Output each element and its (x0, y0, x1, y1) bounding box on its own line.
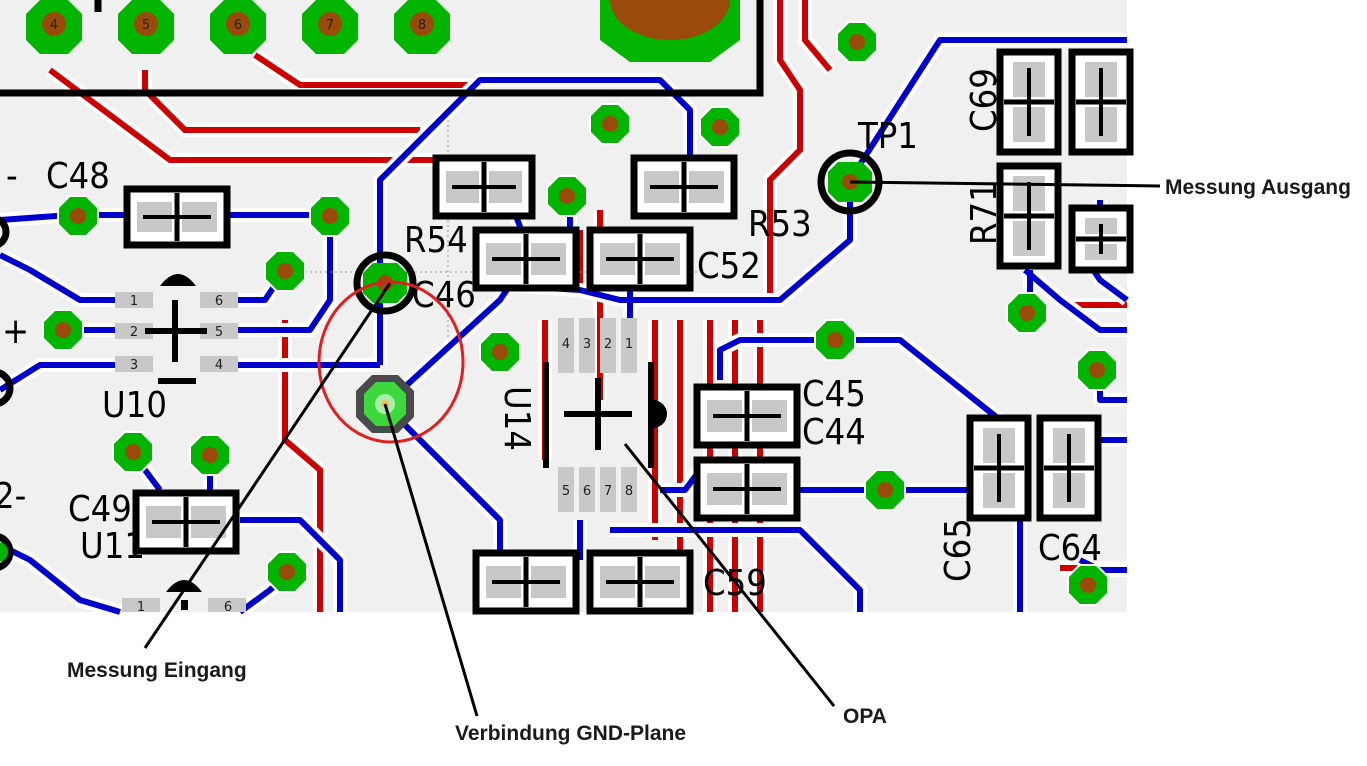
annotation-leaders (143, 180, 1161, 717)
designator-c65: C65 (938, 518, 979, 582)
smd-component (472, 226, 580, 292)
designator-tp1: TP1 (857, 116, 918, 157)
svg-text:1: 1 (137, 600, 145, 615)
via (112, 431, 154, 473)
annotation-opa: OPA (843, 705, 887, 728)
svg-text:3: 3 (130, 358, 138, 373)
edge-pad-copper (0, 542, 8, 562)
svg-text:1: 1 (130, 294, 138, 309)
designator-c64: C64 (1038, 528, 1102, 569)
smd-component (586, 226, 694, 292)
svg-text:3: 3 (583, 337, 591, 352)
via (479, 331, 521, 373)
via (814, 319, 856, 361)
designator-c44: C44 (802, 412, 866, 453)
via (864, 469, 906, 511)
header-pin-4: 4 (26, 0, 82, 54)
net-mark-2minus: 2- (0, 476, 26, 517)
highlight-circle (317, 280, 465, 444)
smd-component (996, 48, 1062, 156)
vias (42, 21, 1118, 606)
svg-text:6: 6 (215, 294, 223, 309)
svg-text:6: 6 (234, 18, 242, 33)
smd-component (432, 154, 536, 220)
svg-text:8: 8 (625, 484, 633, 499)
via (589, 103, 631, 145)
via (42, 309, 84, 351)
smd-component (1068, 48, 1134, 156)
designator-c48: C48 (46, 156, 110, 197)
smd-component (996, 162, 1062, 270)
svg-text:1: 1 (625, 337, 633, 352)
header-pin-8: 8 (394, 0, 450, 54)
smd-component (123, 185, 231, 249)
designator-u14: U14 (496, 386, 537, 451)
net-mark-minus: - (6, 156, 18, 197)
designator-u10: U10 (102, 385, 167, 426)
designator-u11: U11 (80, 526, 145, 567)
via (189, 434, 231, 476)
u14-opamp-footprint: 4 3 2 1 5 6 7 8 (543, 318, 667, 512)
header-pin-6: 6 (210, 0, 266, 54)
svg-text:2: 2 (604, 337, 612, 352)
designator-c49: C49 (68, 489, 132, 530)
via (699, 106, 741, 148)
svg-text:6: 6 (224, 600, 232, 615)
via (266, 551, 308, 593)
large-pad-drill (610, 0, 730, 40)
annotation-output: Messung Ausgang (1165, 176, 1351, 199)
via (1076, 349, 1118, 391)
smd-component (693, 456, 801, 522)
header-outline (0, 0, 764, 97)
silkscreen-labels: C48 - + U10 2- C49 U11 R54 C46 C52 R53 T… (0, 68, 1102, 604)
via (1006, 292, 1048, 334)
header-pins: 4 5 6 7 8 (26, 0, 450, 54)
via (546, 175, 588, 217)
smd-component (472, 549, 580, 615)
svg-text:8: 8 (418, 18, 426, 33)
designator-r71: R71 (964, 181, 1005, 245)
designator-c69: C69 (964, 68, 1005, 132)
svg-text:5: 5 (215, 325, 223, 340)
via (836, 21, 878, 63)
svg-text:4: 4 (562, 337, 570, 352)
net-mark-plus: + (2, 311, 29, 352)
annotation-gnd: Verbindung GND-Plane (455, 722, 686, 745)
header-pin-7: 7 (302, 0, 358, 54)
edge-pads (0, 216, 14, 571)
via (264, 250, 306, 292)
smd-component (586, 549, 694, 615)
header-pin-5: 5 (118, 0, 174, 54)
smd-footprints (123, 48, 1134, 615)
u10-footprint: 1 2 3 4 5 6 (115, 274, 238, 384)
smd-component (1036, 414, 1102, 522)
designator-r53: R53 (748, 204, 812, 245)
smd-component (966, 414, 1032, 522)
u11-footprint: 1 6 (122, 580, 246, 615)
smd-component (693, 383, 801, 449)
via (57, 195, 99, 237)
svg-text:2: 2 (130, 325, 138, 340)
svg-text:7: 7 (326, 18, 334, 33)
svg-text:6: 6 (583, 484, 591, 499)
annotation-input: Messung Eingang (67, 659, 247, 682)
svg-text:7: 7 (604, 484, 612, 499)
svg-text:4: 4 (50, 18, 58, 33)
via (1067, 564, 1109, 606)
svg-text:5: 5 (142, 18, 150, 33)
designator-r54: R54 (404, 220, 468, 261)
svg-text:5: 5 (562, 484, 570, 499)
smd-component (1068, 204, 1134, 274)
designator-c45: C45 (802, 374, 866, 415)
via (309, 195, 351, 237)
smd-component (132, 489, 240, 555)
designator-c52: C52 (697, 246, 761, 287)
smd-component (630, 154, 738, 220)
svg-text:4: 4 (215, 358, 223, 373)
